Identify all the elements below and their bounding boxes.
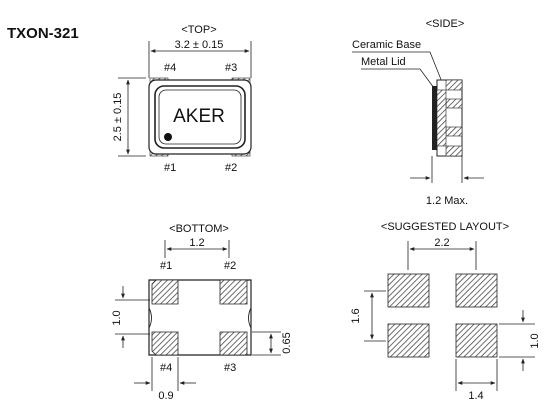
- layout-pad-top-right: [455, 273, 498, 308]
- top-pin-2-label: #2: [225, 162, 237, 174]
- layout-pad-bottom-left: [387, 323, 430, 358]
- top-pin-1-label: #1: [164, 162, 176, 174]
- top-view-heading: <TOP>: [181, 24, 216, 36]
- side-metal-lid: [432, 86, 437, 150]
- ceramic-base-label: Ceramic Base: [352, 39, 421, 51]
- layout-pad-width-dim: 1.4: [468, 390, 483, 402]
- bottom-pin-1-label: #1: [160, 260, 172, 272]
- metal-lid-label: Metal Lid: [361, 56, 406, 68]
- layout-pad-top-left: [387, 273, 430, 308]
- bottom-pad-height-dim: 1.0: [111, 310, 123, 325]
- part-number-title: TXON-321: [7, 25, 79, 42]
- layout-pitch-y-dim: 1.6: [350, 308, 362, 323]
- side-view-heading: <SIDE>: [426, 18, 465, 30]
- bottom-pin-3-label: #3: [224, 362, 236, 374]
- bottom-pad-gap-dim: 0.65: [281, 332, 293, 353]
- top-pin-4-label: #4: [164, 62, 176, 74]
- bottom-pad-3: [219, 331, 248, 356]
- bottom-pad-2: [219, 279, 248, 305]
- side-view: <SIDE> Ceramic Base Metal Lid 1.2 Max.: [352, 18, 484, 207]
- side-height-dim: 1.2 Max.: [426, 195, 468, 207]
- top-width-dim: 3.2 ± 0.15: [175, 39, 224, 51]
- layout-pad-height-dim: 1.0: [529, 333, 541, 348]
- bottom-pad-1: [151, 279, 179, 305]
- layout-view-heading: <SUGGESTED LAYOUT>: [381, 221, 509, 233]
- top-height-dim: 2.5 ± 0.15: [112, 93, 124, 142]
- layout-pitch-x-dim: 2.2: [434, 237, 449, 249]
- top-metal-lid: [154, 85, 246, 149]
- suggested-layout-view: <SUGGESTED LAYOUT> 2.2 1.6 1.0 1.4: [350, 221, 541, 402]
- top-view: <TOP> 3.2 ± 0.15 2.5 ± 0.15 #4 #3 #1 #2 …: [112, 24, 252, 174]
- bottom-pin-2-label: #2: [224, 260, 236, 272]
- top-marking: AKER: [173, 106, 225, 127]
- bottom-pad-4: [151, 331, 179, 356]
- bottom-view-heading: <BOTTOM>: [169, 223, 229, 235]
- bottom-pad-width-dim: 0.9: [158, 390, 173, 402]
- bottom-view: <BOTTOM> 1.2 #1 #2 #4 #3 1.0 0.65: [111, 223, 293, 402]
- layout-pad-bottom-right: [455, 323, 498, 358]
- bottom-pitch-dim: 1.2: [189, 237, 204, 249]
- pin1-dot: [164, 133, 172, 141]
- bottom-pin-4-label: #4: [160, 362, 172, 374]
- top-pin-3-label: #3: [225, 62, 237, 74]
